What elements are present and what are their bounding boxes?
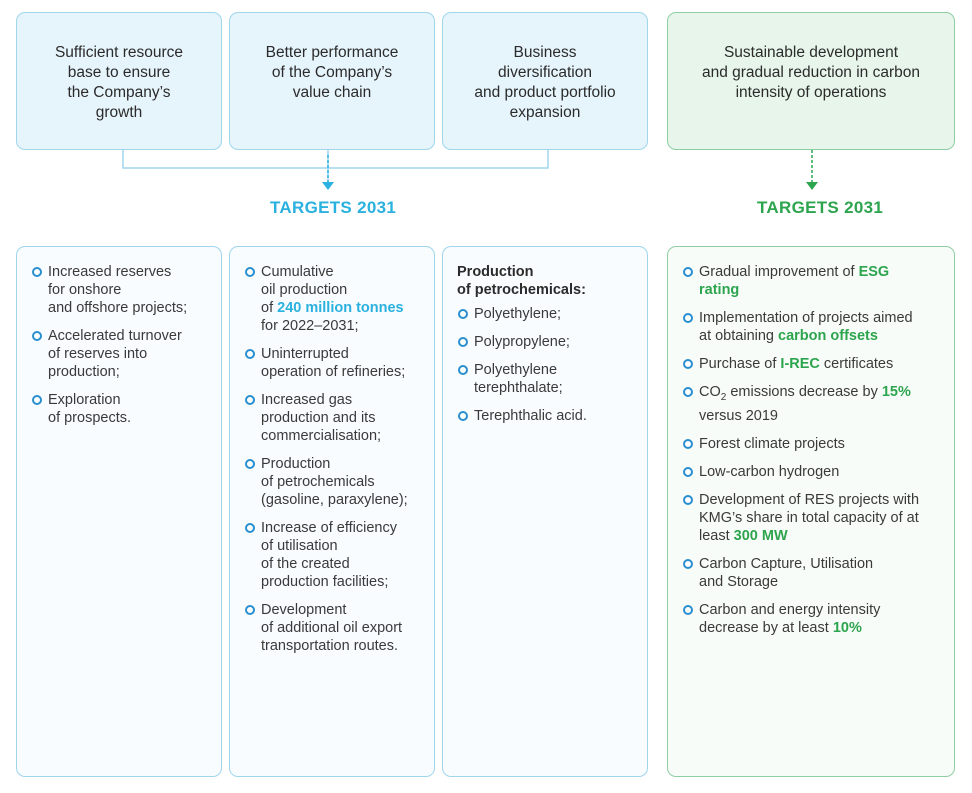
bullet-icon	[683, 387, 693, 397]
bullet-icon	[245, 395, 255, 405]
list-item: Polypropylene;	[457, 333, 637, 351]
list-item: Increase of efficiency of utilisation of…	[244, 519, 424, 591]
list-item: Low-carbon hydrogen	[682, 463, 944, 481]
bullet-icon	[245, 459, 255, 469]
bullet-icon	[458, 411, 468, 421]
list-item: Increased reserves for onshore and offsh…	[31, 263, 211, 317]
list-item: Polyethylene terephthalate;	[457, 361, 637, 397]
green-arrow-icon	[806, 182, 818, 190]
bullet-icon	[683, 558, 693, 569]
list-item: Accelerated turnover of reserves into pr…	[31, 327, 211, 381]
column-resource-base: Increased reserves for onshore and offsh…	[16, 246, 222, 777]
list-item: Development of RES projects with KMG’s s…	[682, 491, 944, 545]
header-diversification: Business diversification and product por…	[442, 12, 648, 150]
column-title: Production of petrochemicals:	[457, 264, 586, 298]
list-item: Implementation of projects aimed at obta…	[682, 309, 944, 345]
bullet-icon	[32, 331, 42, 341]
list-item: Forest climate projects	[682, 435, 944, 453]
header-value-chain: Better performance of the Company’s valu…	[229, 12, 435, 150]
list-item: Purchase of I-REC certificates	[682, 355, 944, 373]
bullet-icon	[245, 349, 255, 359]
bullet-icon	[683, 359, 693, 369]
bullet-icon	[458, 337, 468, 347]
bullet-icon	[32, 267, 42, 277]
list-item: Increased gas production and its commerc…	[244, 391, 424, 445]
bullet-icon	[683, 466, 693, 477]
column-sustainable-development: Gradual improvement of ESG rating Implem…	[667, 246, 955, 777]
list-item: Terephthalic acid.	[457, 407, 637, 425]
list-item: Production of petrochemicals (gasoline, …	[244, 455, 424, 509]
bullet-icon	[245, 267, 255, 277]
bullet-icon	[458, 309, 468, 319]
bullet-icon	[683, 313, 693, 323]
list-item: Gradual improvement of ESG rating	[682, 263, 944, 299]
list-item: Development of additional oil export tra…	[244, 601, 424, 655]
bullet-icon	[245, 523, 255, 533]
list-item: Uninterrupted operation of refineries;	[244, 345, 424, 381]
header-sustainable-development: Sustainable development and gradual redu…	[667, 12, 955, 150]
list-item: Carbon Capture, Utilisation and Storage	[682, 555, 944, 591]
targets-2031-right: TARGETS 2031	[757, 198, 884, 217]
targets-2031-left: TARGETS 2031	[270, 198, 397, 217]
list-item: Cumulative oil production of 240 million…	[244, 263, 424, 335]
column-value-chain: Cumulative oil production of 240 million…	[229, 246, 435, 777]
list-item: Polyethylene;	[457, 305, 637, 323]
bullet-icon	[32, 395, 42, 405]
list-item: CO2 emissions decrease by 15% versus 201…	[682, 383, 944, 425]
column-diversification: Production of petrochemicals: Polyethyle…	[442, 246, 648, 777]
header-resource-base: Sufficient resource base to ensure the C…	[16, 12, 222, 150]
bullet-icon	[683, 604, 693, 615]
bullet-icon	[683, 494, 693, 505]
bullet-icon	[683, 438, 693, 449]
bullet-icon	[683, 267, 693, 277]
list-item: Carbon and energy intensity decrease by …	[682, 601, 944, 637]
bullet-icon	[245, 605, 255, 615]
list-item: Exploration of prospects.	[31, 391, 211, 427]
bullet-icon	[458, 365, 468, 375]
blue-arrow-icon	[322, 182, 334, 190]
